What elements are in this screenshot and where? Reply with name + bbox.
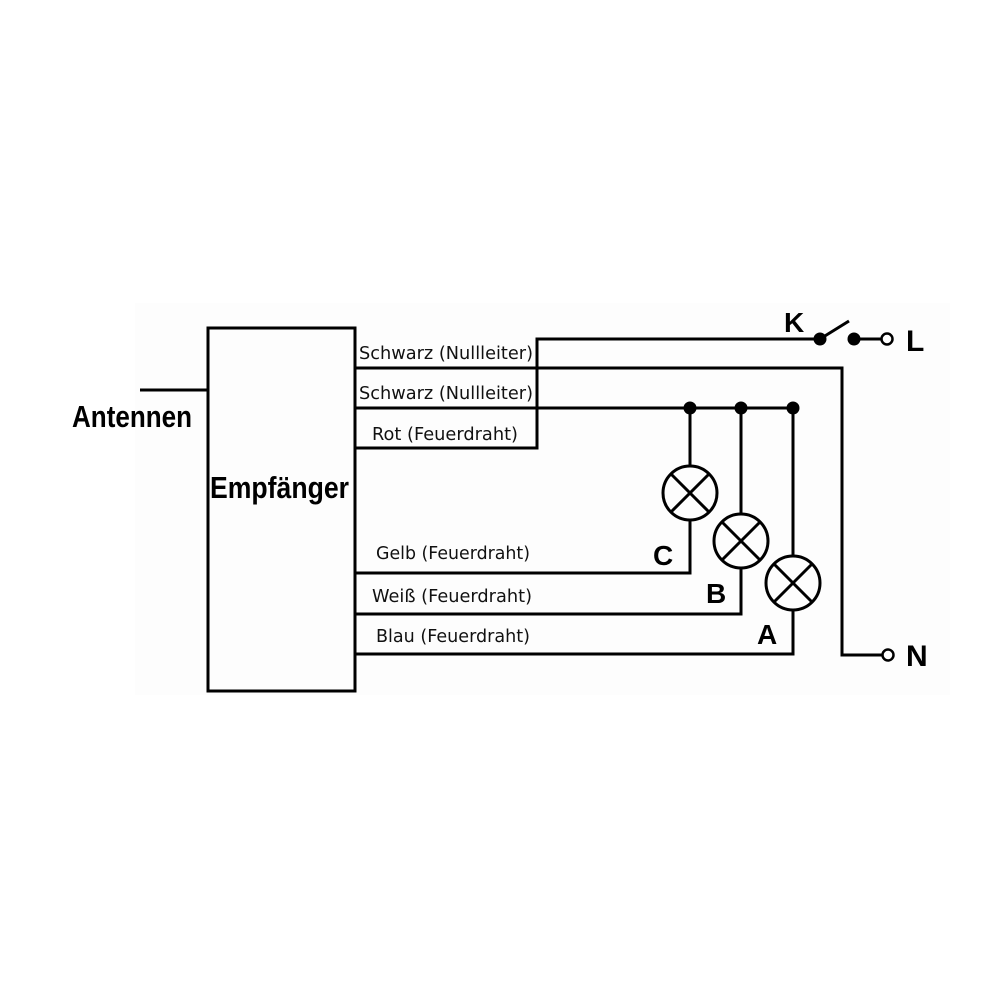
wire-black-2 <box>355 366 884 657</box>
switch-k <box>813 319 882 346</box>
wire-label-white: Weiß (Feuerdraht) <box>372 586 532 607</box>
wire-black-1 <box>355 337 820 370</box>
wire-yellow <box>355 520 692 575</box>
terminal-l-circle <box>880 332 894 346</box>
wire-blue <box>355 610 795 656</box>
wire-label-blue: Blau (Feuerdraht) <box>376 626 530 647</box>
terminal-l-label: L <box>906 325 924 358</box>
receiver-label: Empfänger <box>210 470 349 505</box>
antenna-label: Antennen <box>72 399 192 434</box>
lamp-b-label: B <box>706 578 726 609</box>
wire-label-red: Rot (Feuerdraht) <box>372 424 518 445</box>
lamp-c-label: C <box>653 540 673 571</box>
wire-label-yellow: Gelb (Feuerdraht) <box>376 543 530 564</box>
receiver-box <box>206 326 357 693</box>
terminal-n-label: N <box>906 640 928 673</box>
terminal-n-circle <box>881 648 895 662</box>
switch-k-label: K <box>784 307 804 338</box>
wire-red <box>355 406 795 450</box>
lamp-a-label: A <box>757 619 777 650</box>
wire-label-black-1: Schwarz (Nullleiter) <box>359 343 533 364</box>
wire-label-black-2: Schwarz (Nullleiter) <box>359 383 533 404</box>
wire-white <box>355 568 743 616</box>
